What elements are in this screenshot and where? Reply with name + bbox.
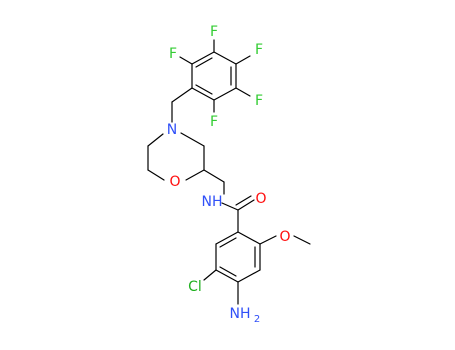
bond [213, 87, 237, 101]
bond [179, 56, 193, 65]
fluorine-labels: F F F F F [169, 24, 263, 130]
bond [237, 269, 261, 283]
morpholine-ring [147, 132, 205, 181]
bond [215, 269, 239, 283]
bond-double-inner [219, 266, 237, 277]
bond [191, 51, 215, 65]
fluorine-bonds [179, 39, 251, 113]
fluorine-atom-label: F [210, 24, 218, 40]
bond-double-inner [219, 237, 237, 248]
bond [203, 269, 217, 281]
bond [235, 55, 251, 65]
bond [180, 132, 205, 147]
amide-nh-label: NH [202, 194, 223, 210]
bond [221, 202, 239, 211]
bond-double-inner [195, 84, 213, 95]
bond [235, 87, 251, 97]
methoxy-oxygen-label: O [279, 229, 290, 245]
bond [237, 231, 261, 245]
morpholine-oxygen-label: O [169, 174, 180, 190]
chlorine-atom-label: Cl [188, 279, 202, 295]
bond-double-inner [195, 57, 213, 68]
amino-nh-label: NH [230, 306, 251, 322]
amino-group-label: NH 2 [230, 306, 261, 325]
fluorine-atom-label: F [210, 114, 218, 130]
pentafluorophenyl-ring [191, 51, 237, 101]
bond [259, 235, 277, 245]
amino-subscript-label: 2 [254, 314, 260, 325]
benzamide-ring [215, 231, 261, 283]
fluorine-atom-label: F [169, 46, 177, 62]
bond [191, 87, 215, 101]
bond [213, 51, 237, 65]
bond-carbonyl-double [235, 195, 252, 206]
fluorine-atom-label: F [255, 93, 263, 109]
bond-methyl [293, 235, 311, 245]
bond [147, 133, 164, 147]
bond [171, 87, 193, 103]
morpholine-nitrogen-label: N [167, 122, 177, 138]
bond [203, 169, 225, 183]
carbonyl-oxygen-label: O [255, 191, 266, 207]
bond [215, 231, 239, 245]
bond [185, 169, 205, 181]
bond-carbonyl [237, 199, 255, 211]
fluorine-atom-label: F [255, 42, 263, 58]
bond [147, 169, 165, 181]
